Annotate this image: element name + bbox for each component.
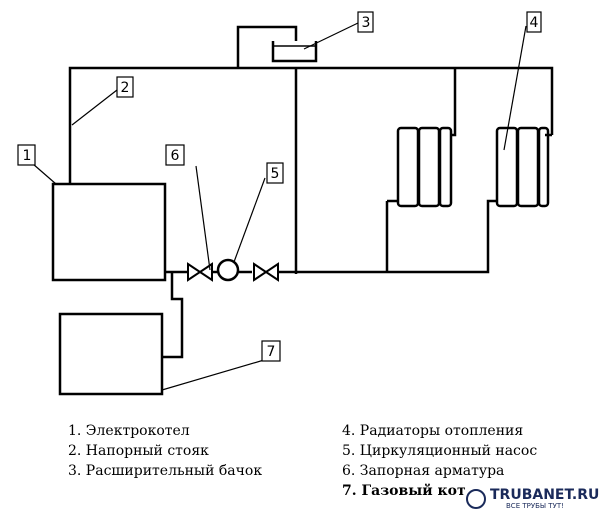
gas-boiler-pipe	[162, 272, 184, 359]
legend-item-5: 5. Циркуляционный насос	[342, 443, 538, 459]
callout-2: 2	[121, 80, 130, 96]
circulation-pump	[216, 258, 240, 282]
callout-1: 1	[23, 148, 32, 164]
globe-icon	[466, 489, 486, 509]
callout-3: 3	[362, 15, 371, 31]
expansion-tank-pipe	[236, 25, 298, 68]
radiator-group-2	[495, 126, 550, 208]
electric-boiler	[51, 182, 167, 282]
legend-item-4: 4. Радиаторы отопления	[342, 423, 524, 439]
pressure-riser	[68, 66, 554, 184]
expansion-tank	[271, 41, 318, 63]
legend-item-2: 2. Напорный стояк	[68, 443, 209, 459]
gas-boiler	[58, 312, 164, 396]
legend-item-3: 3. Расширительный бачок	[68, 463, 263, 479]
callout-7: 7	[267, 344, 276, 360]
shutoff-valve-1	[187, 262, 213, 282]
watermark-logo: TRUBANET.RU ВСЕ ТРУБЫ ТУТ!	[462, 487, 599, 511]
legend-item-7: 7. Газовый кот	[342, 483, 466, 499]
shutoff-valve-2	[253, 262, 279, 282]
callout-4: 4	[530, 15, 539, 31]
legend-item-6: 6. Запорная арматура	[342, 463, 505, 479]
watermark-text: TRUBANET.RU	[490, 487, 600, 503]
legend-item-1: 1. Электрокотел	[68, 423, 190, 439]
watermark-subtext: ВСЕ ТРУБЫ ТУТ!	[506, 502, 564, 510]
callout-6: 6	[171, 148, 180, 164]
radiator-group-1	[396, 126, 453, 208]
callout-5: 5	[271, 166, 280, 182]
